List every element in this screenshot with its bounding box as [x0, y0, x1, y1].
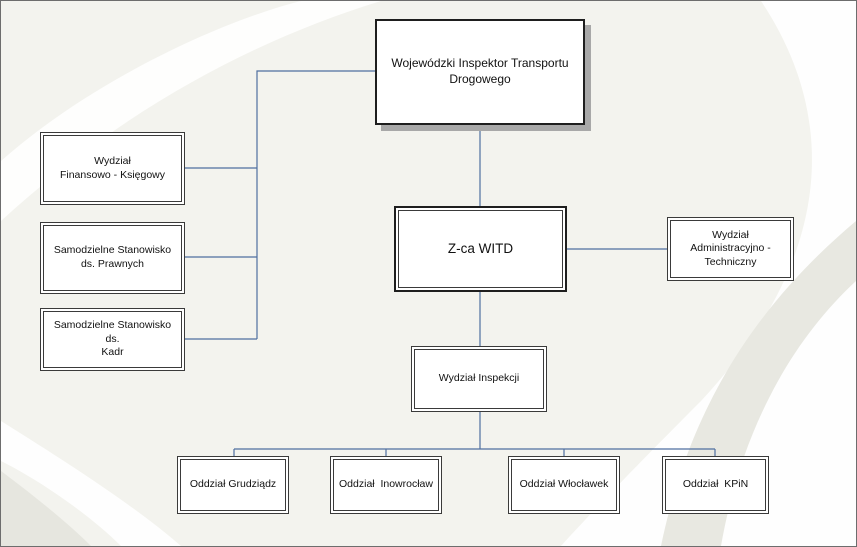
box-legal-position: Samodzielne Stanowisko ds. Prawnych	[40, 222, 185, 294]
box-branch-kpin: Oddział KPiN	[662, 456, 769, 514]
box-inspection-department-label: Wydział Inspekcji	[438, 372, 520, 385]
connector-top-to-staff	[256, 70, 377, 339]
box-branch-inowroclaw-label: Oddział Inowrocław	[339, 478, 433, 491]
box-branch-wloclawek: Oddział Włocławek	[508, 456, 620, 514]
box-finance-department: Wydział Finansowo - Księgowy	[40, 132, 185, 205]
connector-inspection-to-branches	[233, 411, 716, 457]
box-deputy-witd-label: Z-ca WITD	[447, 241, 514, 257]
box-admin-technical-department: Wydział Administracyjno - Techniczny	[667, 217, 794, 281]
box-hr-position: Samodzielne Stanowisko ds. Kadr	[40, 308, 185, 371]
box-branch-wloclawek-label: Oddział Włocławek	[519, 478, 609, 491]
box-voivodeship-inspector: Wojewódzki Inspektor Transportu Drogoweg…	[375, 19, 585, 125]
box-inspection-department: Wydział Inspekcji	[411, 346, 547, 412]
box-branch-grudziadz: Oddział Grudziądz	[177, 456, 289, 514]
box-branch-kpin-label: Oddział KPiN	[682, 478, 749, 491]
box-hr-position-label: Samodzielne Stanowisko ds. Kadr	[53, 319, 172, 359]
box-admin-technical-department-label: Wydział Administracyjno - Techniczny	[690, 228, 771, 268]
box-legal-position-label: Samodzielne Stanowisko ds. Prawnych	[53, 244, 172, 270]
box-branch-inowroclaw: Oddział Inowrocław	[330, 456, 442, 514]
box-branch-grudziadz-label: Oddział Grudziądz	[189, 478, 277, 491]
box-deputy-witd: Z-ca WITD	[394, 206, 567, 292]
box-finance-department-label: Wydział Finansowo - Księgowy	[59, 154, 166, 181]
box-voivodeship-inspector-label: Wojewódzki Inspektor Transportu Drogoweg…	[391, 56, 569, 86]
